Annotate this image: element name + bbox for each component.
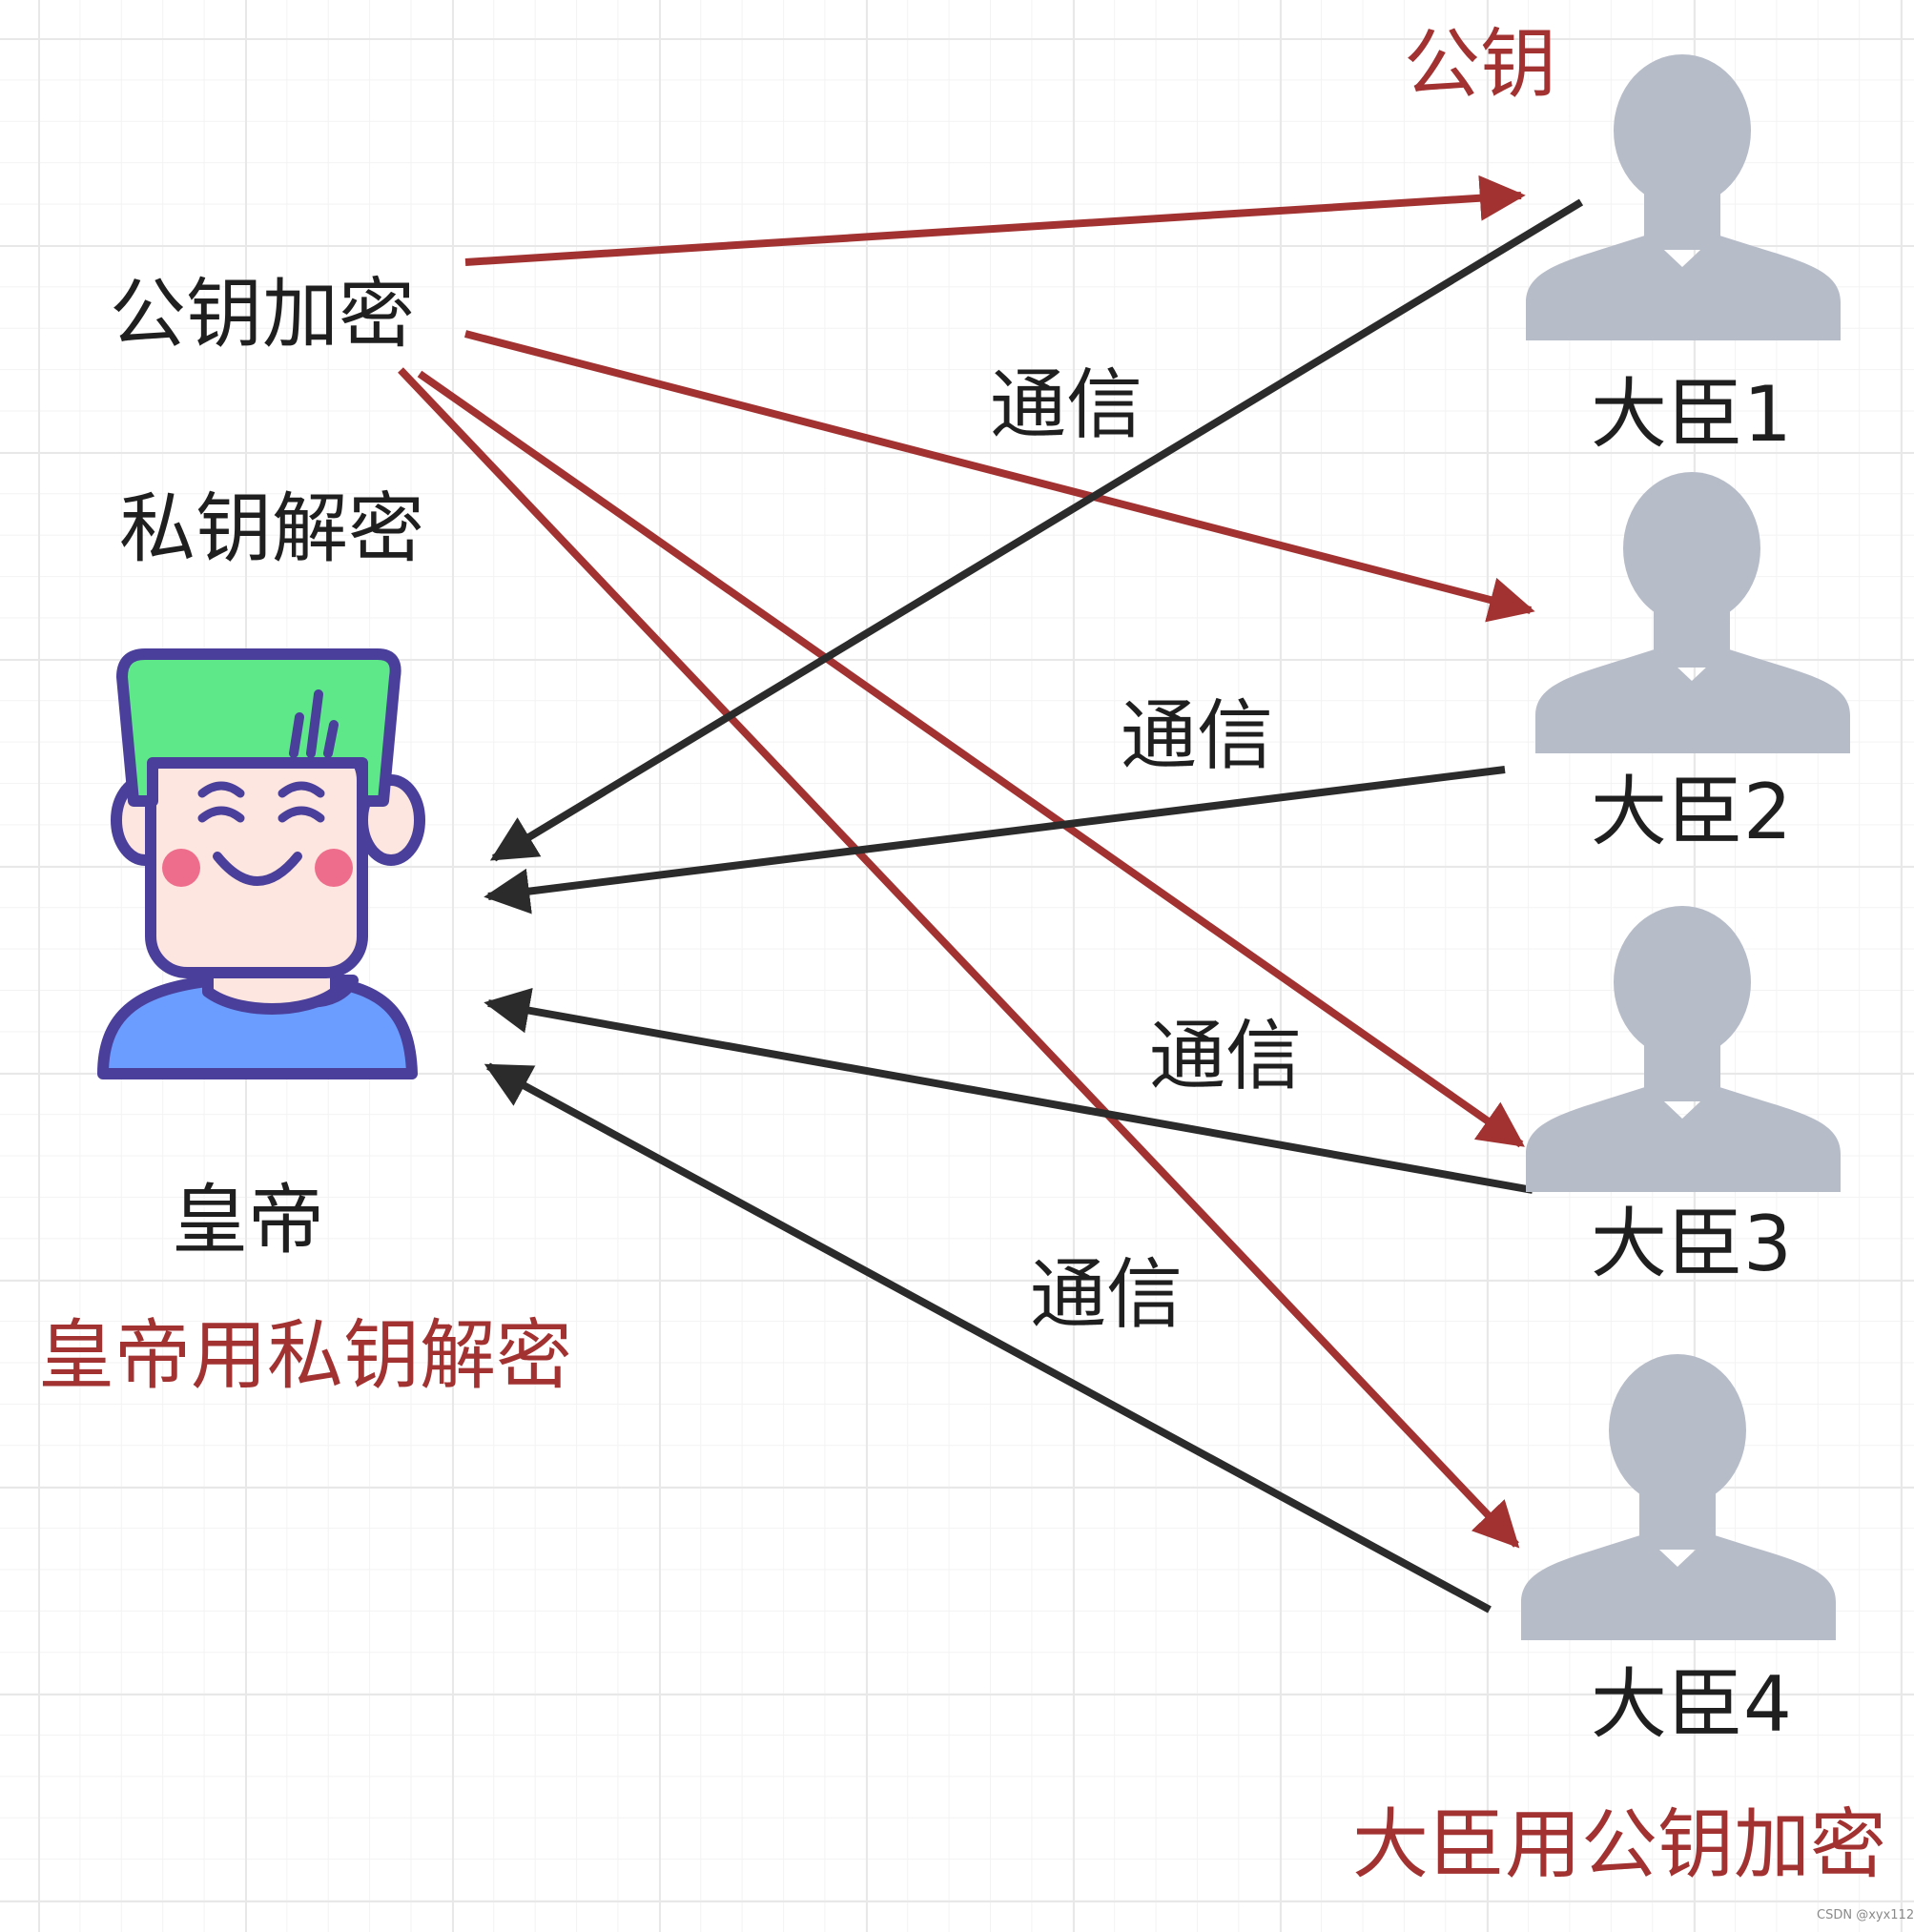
communication-label-2: 通信 — [1121, 691, 1273, 780]
black-arrow-from-minister-3 — [484, 987, 1533, 1194]
red-arrow-to-minister-2 — [463, 330, 1535, 623]
public-key-encrypt-label: 公钥加密 — [110, 270, 415, 359]
red-arrow-to-minister-4 — [398, 367, 1520, 1549]
minister-1-label: 大臣1 — [1591, 370, 1792, 459]
black-arrow-from-minister-2 — [484, 766, 1506, 915]
minister-3-label: 大臣3 — [1591, 1200, 1792, 1288]
black-arrow-from-minister-1 — [489, 198, 1584, 862]
public-key-label: 公钥 — [1404, 20, 1556, 109]
minister-note: 大臣用公钥加密 — [1352, 1800, 1886, 1889]
emperor-note: 皇帝用私钥解密 — [38, 1311, 572, 1400]
emperor-label: 皇帝 — [172, 1176, 324, 1264]
watermark: CSDN @xyx112 — [1817, 1908, 1914, 1922]
communication-label-3: 通信 — [1149, 1012, 1302, 1100]
minister-4-label: 大臣4 — [1591, 1660, 1792, 1749]
red-arrow-to-minister-1 — [464, 175, 1526, 266]
black-arrow-from-minister-4 — [484, 1062, 1492, 1613]
minister-2-label: 大臣2 — [1591, 768, 1792, 856]
private-key-decrypt-label: 私钥解密 — [119, 484, 424, 573]
communication-label-4: 通信 — [1030, 1250, 1183, 1339]
communication-label-1: 通信 — [990, 360, 1142, 449]
red-arrow-to-minister-3 — [417, 370, 1525, 1148]
